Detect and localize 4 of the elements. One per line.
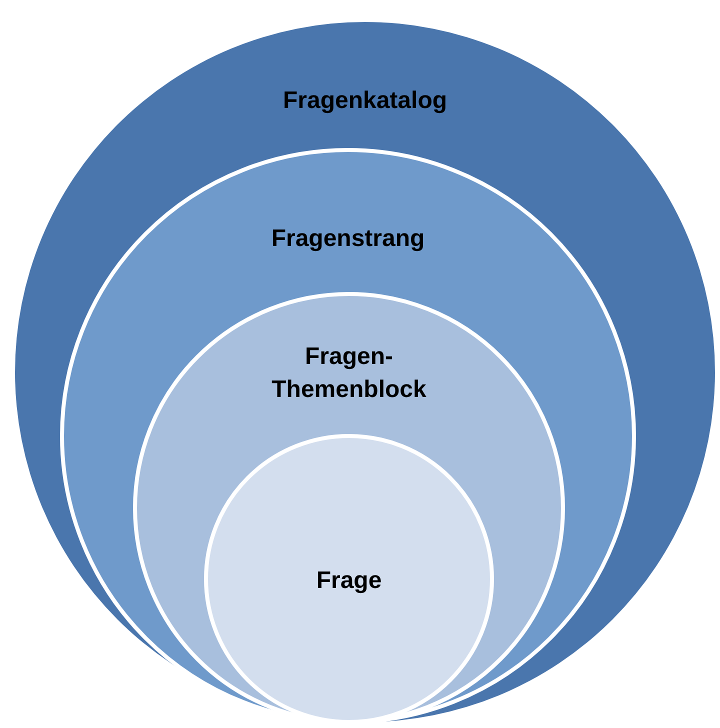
level-label: Frage [316, 566, 382, 596]
level-label: Fragenstrang [271, 224, 425, 254]
level-label: Fragenkatalog [282, 86, 448, 116]
level-label: Fragen- Themenblock [270, 342, 428, 405]
